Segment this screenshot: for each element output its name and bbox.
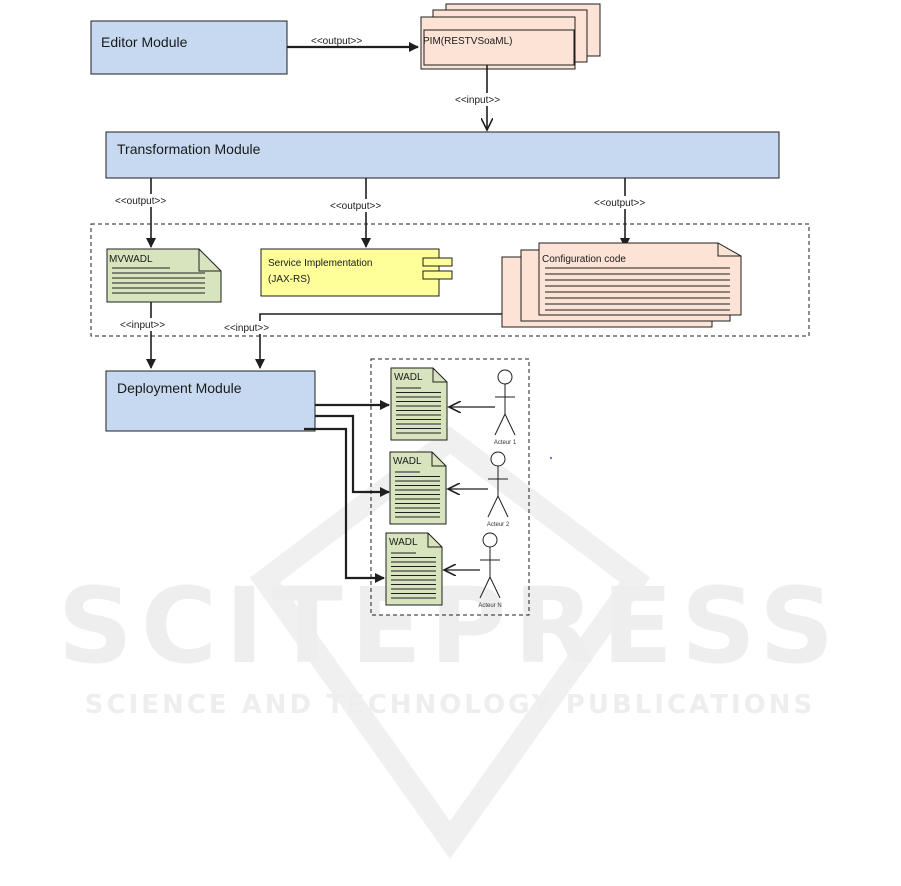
mvwadl-input-label: <<input>> (120, 320, 165, 331)
editor-output-label: <<output>> (311, 36, 362, 47)
config-to-deployment-arrow (260, 314, 502, 368)
mvwadl-output-label: <<output>> (115, 196, 166, 207)
actor-icon-1 (495, 370, 515, 435)
watermark-main: SCITEPRESS (58, 565, 842, 687)
mvwadl-document: MVWADL (107, 249, 221, 302)
pim-input-label: <<input>> (455, 95, 500, 106)
transformation-module-label: Transformation Module (117, 141, 261, 157)
configuration-code-stack: Configuration code (502, 243, 741, 327)
pim-model-stack: PIM(RESTVSoaML) (421, 4, 600, 69)
config-input-label: <<input>> (224, 323, 269, 334)
wadl-title-3: WADL (389, 537, 418, 548)
config-output-label: <<output>> (594, 198, 645, 209)
wadl-title-1: WADL (394, 372, 423, 383)
actor-label-1: Acteur 1 (494, 440, 517, 446)
config-label: Configuration code (542, 254, 626, 265)
service-label-line2: (JAX-RS) (268, 274, 310, 285)
editor-module-label: Editor Module (101, 34, 188, 50)
service-label-line1: Service Implementation (268, 258, 373, 269)
actor-label-3: Acteur N (478, 603, 501, 609)
deployment-module: Deployment Module (106, 371, 315, 431)
deploy-to-wadl2-arrow (315, 416, 389, 492)
watermark-sub: SCIENCE AND TECHNOLOGY PUBLICATIONS (85, 690, 815, 720)
mvwadl-label: MVWADL (109, 254, 153, 265)
service-output-label: <<output>> (330, 201, 381, 212)
transformation-module: Transformation Module (106, 132, 779, 178)
service-implementation-component: Service Implementation (JAX-RS) (261, 249, 452, 296)
editor-module: Editor Module (91, 21, 287, 74)
wadl-title-2: WADL (393, 456, 422, 467)
actor-label-2: Acteur 2 (487, 522, 510, 528)
deployment-module-label: Deployment Module (117, 380, 242, 396)
watermark: SCITEPRESS SCIENCE AND TECHNOLOGY PUBLIC… (58, 440, 842, 840)
pim-label: PIM(RESTVSoaML) (423, 36, 512, 47)
